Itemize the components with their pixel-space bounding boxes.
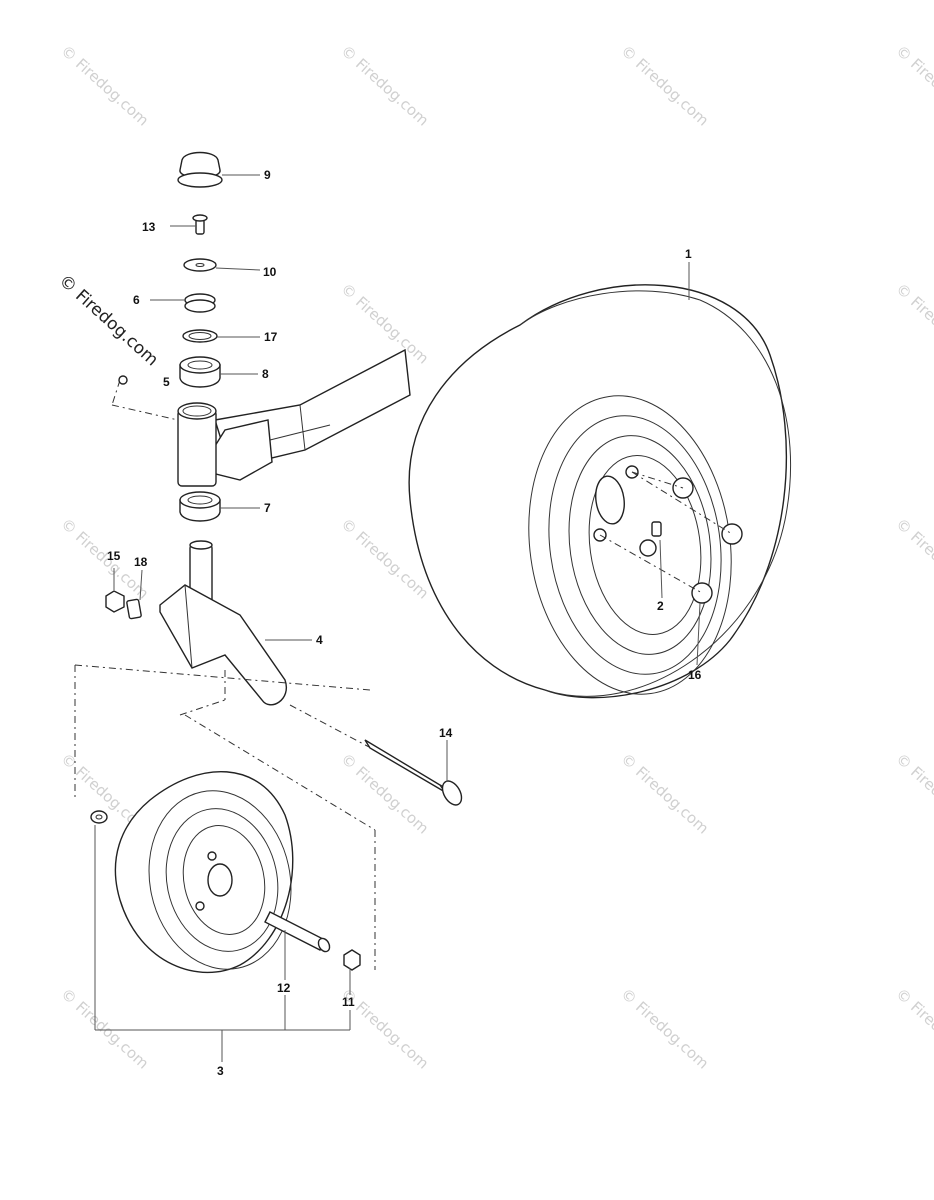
watermark: © Firedog.com	[337, 280, 432, 368]
callout-7: 7	[264, 501, 271, 515]
callout-4: 4	[316, 633, 323, 647]
callout-11: 11	[342, 995, 355, 1009]
watermark: © Firedog.com	[892, 42, 934, 130]
callout-3: 3	[217, 1064, 224, 1078]
watermark: © Firedog.com	[892, 750, 934, 838]
watermark: © Firedog.com	[57, 42, 152, 130]
callout-2: 2	[657, 599, 664, 613]
leader-lines	[94, 174, 701, 1062]
callout-16: 16	[688, 668, 702, 682]
watermark: © Firedog.com	[892, 985, 934, 1073]
small-wheel-assembly	[90, 771, 361, 973]
callout-10: 10	[263, 265, 277, 279]
callout-15: 15	[107, 549, 121, 563]
watermark: © Firedog.com	[892, 515, 934, 603]
spindle-stack	[118, 151, 223, 522]
callout-1: 1	[685, 247, 692, 261]
callout-8: 8	[262, 367, 269, 381]
watermark-dark: © Firedog.com	[55, 271, 162, 370]
callout-12: 12	[277, 981, 291, 995]
callout-5: 5	[163, 375, 170, 389]
callout-14: 14	[439, 726, 453, 740]
callout-17: 17	[264, 330, 278, 344]
watermark: © Firedog.com	[57, 985, 152, 1073]
watermark: © Firedog.com	[617, 750, 712, 838]
callout-13: 13	[142, 220, 156, 234]
watermark: © Firedog.com	[892, 280, 934, 368]
axle-bolt	[364, 739, 463, 806]
watermark: © Firedog.com	[617, 985, 712, 1073]
callout-9: 9	[264, 168, 271, 182]
large-wheel-assembly	[408, 284, 792, 699]
watermark: © Firedog.com	[337, 42, 432, 130]
callout-labels: 1 2 3 4 5 6 7 8 9 10 11 12 13 14 15 16 1…	[107, 168, 702, 1078]
callout-6: 6	[133, 293, 140, 307]
callout-18: 18	[134, 555, 148, 569]
watermark: © Firedog.com	[337, 750, 432, 838]
caster-frame	[111, 348, 411, 487]
watermark: © Firedog.com	[617, 42, 712, 130]
